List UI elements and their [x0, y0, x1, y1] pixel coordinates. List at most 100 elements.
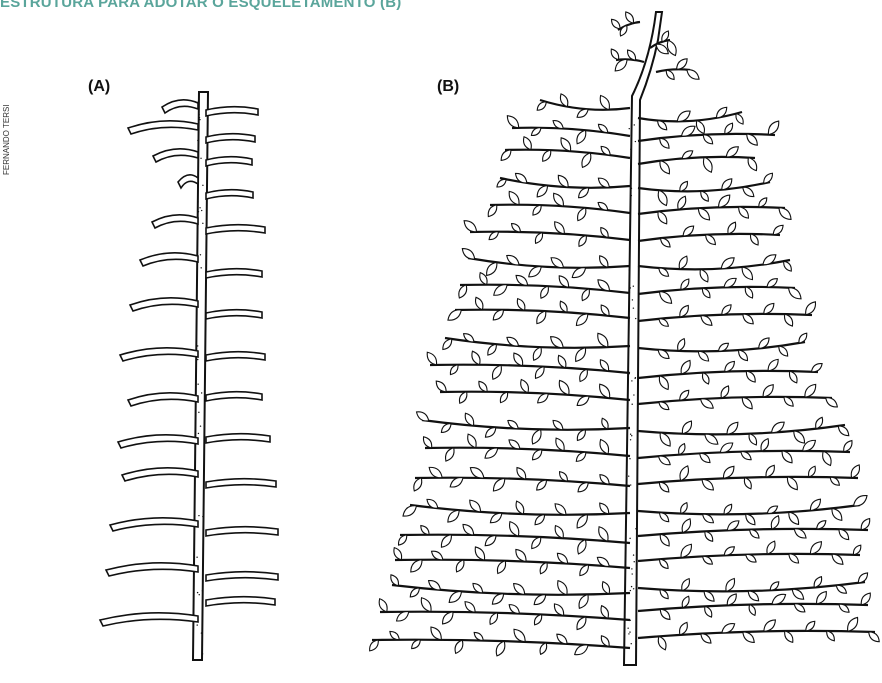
branch: [425, 448, 630, 456]
branch: [512, 128, 630, 136]
bark-dot: [201, 392, 202, 393]
right-limb: [206, 107, 258, 116]
branch: [638, 425, 845, 434]
bark-dot: [629, 458, 630, 459]
left-limb: [140, 253, 198, 266]
bark-dot: [198, 101, 199, 102]
bark-dot: [200, 158, 201, 159]
bark-dot: [629, 269, 630, 270]
branch: [490, 205, 630, 213]
left-limb: [100, 613, 198, 626]
branch: [422, 420, 630, 430]
left-limb: [153, 149, 198, 162]
right-limb: [206, 269, 262, 278]
left-limb: [128, 393, 198, 406]
bark-dot: [196, 557, 197, 558]
bark-dot: [630, 434, 631, 435]
bark-dot: [635, 528, 636, 529]
branch: [395, 560, 630, 568]
bark-dot: [199, 117, 200, 118]
bark-dot: [199, 594, 200, 595]
right-limb: [206, 190, 253, 199]
bark-dot: [197, 592, 198, 593]
bark-dot: [197, 359, 198, 360]
left-limb: [110, 518, 198, 531]
leaf: [513, 171, 529, 186]
leaf: [460, 246, 477, 262]
branch: [380, 612, 630, 620]
bark-dot: [631, 586, 632, 587]
left-limb: [106, 563, 198, 576]
right-limb: [206, 225, 265, 234]
leaf: [609, 17, 622, 30]
right-limb: [206, 479, 276, 488]
branch: [430, 365, 630, 373]
bark-dot: [198, 211, 199, 212]
bark-dot: [629, 631, 630, 632]
leaf: [415, 409, 431, 423]
bark-dot: [633, 588, 634, 589]
bark-dot: [635, 641, 636, 642]
bark-dot: [631, 643, 632, 644]
bark-dot: [197, 383, 198, 384]
bark-dot: [635, 318, 636, 319]
left-limb: [118, 435, 198, 448]
pruned-tree-drawing: [367, 10, 881, 665]
bark-dot: [634, 378, 635, 379]
left-limb: [122, 468, 198, 481]
bark-dot: [631, 380, 632, 381]
bark-dot: [198, 515, 199, 516]
bark-dot: [198, 433, 199, 434]
bark-dot: [633, 394, 634, 395]
bark-dot: [634, 124, 635, 125]
branch: [656, 69, 690, 72]
left-limb: [162, 100, 198, 113]
bark-dot: [630, 439, 631, 440]
leaf: [761, 252, 778, 268]
bark-dot: [200, 425, 201, 426]
branch: [505, 150, 630, 158]
bark-dot: [202, 516, 203, 517]
bark-dot: [631, 188, 632, 189]
bark-dot: [631, 195, 632, 196]
right-limb: [206, 310, 262, 319]
bark-dot: [627, 628, 628, 629]
leaf: [609, 47, 621, 61]
bark-dot: [633, 285, 634, 286]
bark-dot: [197, 345, 198, 346]
right-limb: [206, 157, 252, 166]
bark-dot: [628, 475, 629, 476]
bark-dot: [628, 633, 629, 634]
bark-dot: [198, 412, 199, 413]
bark-dot: [202, 223, 203, 224]
bark-dot: [631, 573, 632, 574]
leaf: [685, 67, 701, 82]
branch: [392, 585, 630, 595]
bark-dot: [202, 185, 203, 186]
leaf: [401, 503, 419, 519]
bark-dot: [631, 435, 632, 436]
leaf: [446, 307, 464, 323]
left-limb: [120, 348, 198, 361]
bark-dot: [199, 207, 200, 208]
branch: [638, 582, 865, 591]
bark-dot: [202, 590, 203, 591]
right-limb: [206, 597, 275, 606]
left-limb: [152, 215, 198, 228]
bark-dot: [201, 210, 202, 211]
left-limb: [128, 121, 198, 134]
bark-dot: [634, 561, 635, 562]
bark-dot: [629, 275, 630, 276]
bark-dot: [629, 538, 630, 539]
bark-dot: [630, 287, 631, 288]
bark-dot: [635, 141, 636, 142]
right-limb: [206, 134, 255, 143]
right-limb: [206, 434, 270, 443]
bark-dot: [630, 149, 631, 150]
right-limb: [206, 392, 262, 401]
branch: [415, 478, 630, 486]
bark-dot: [201, 632, 202, 633]
bark-dot: [197, 140, 198, 141]
left-limb: [178, 175, 198, 188]
